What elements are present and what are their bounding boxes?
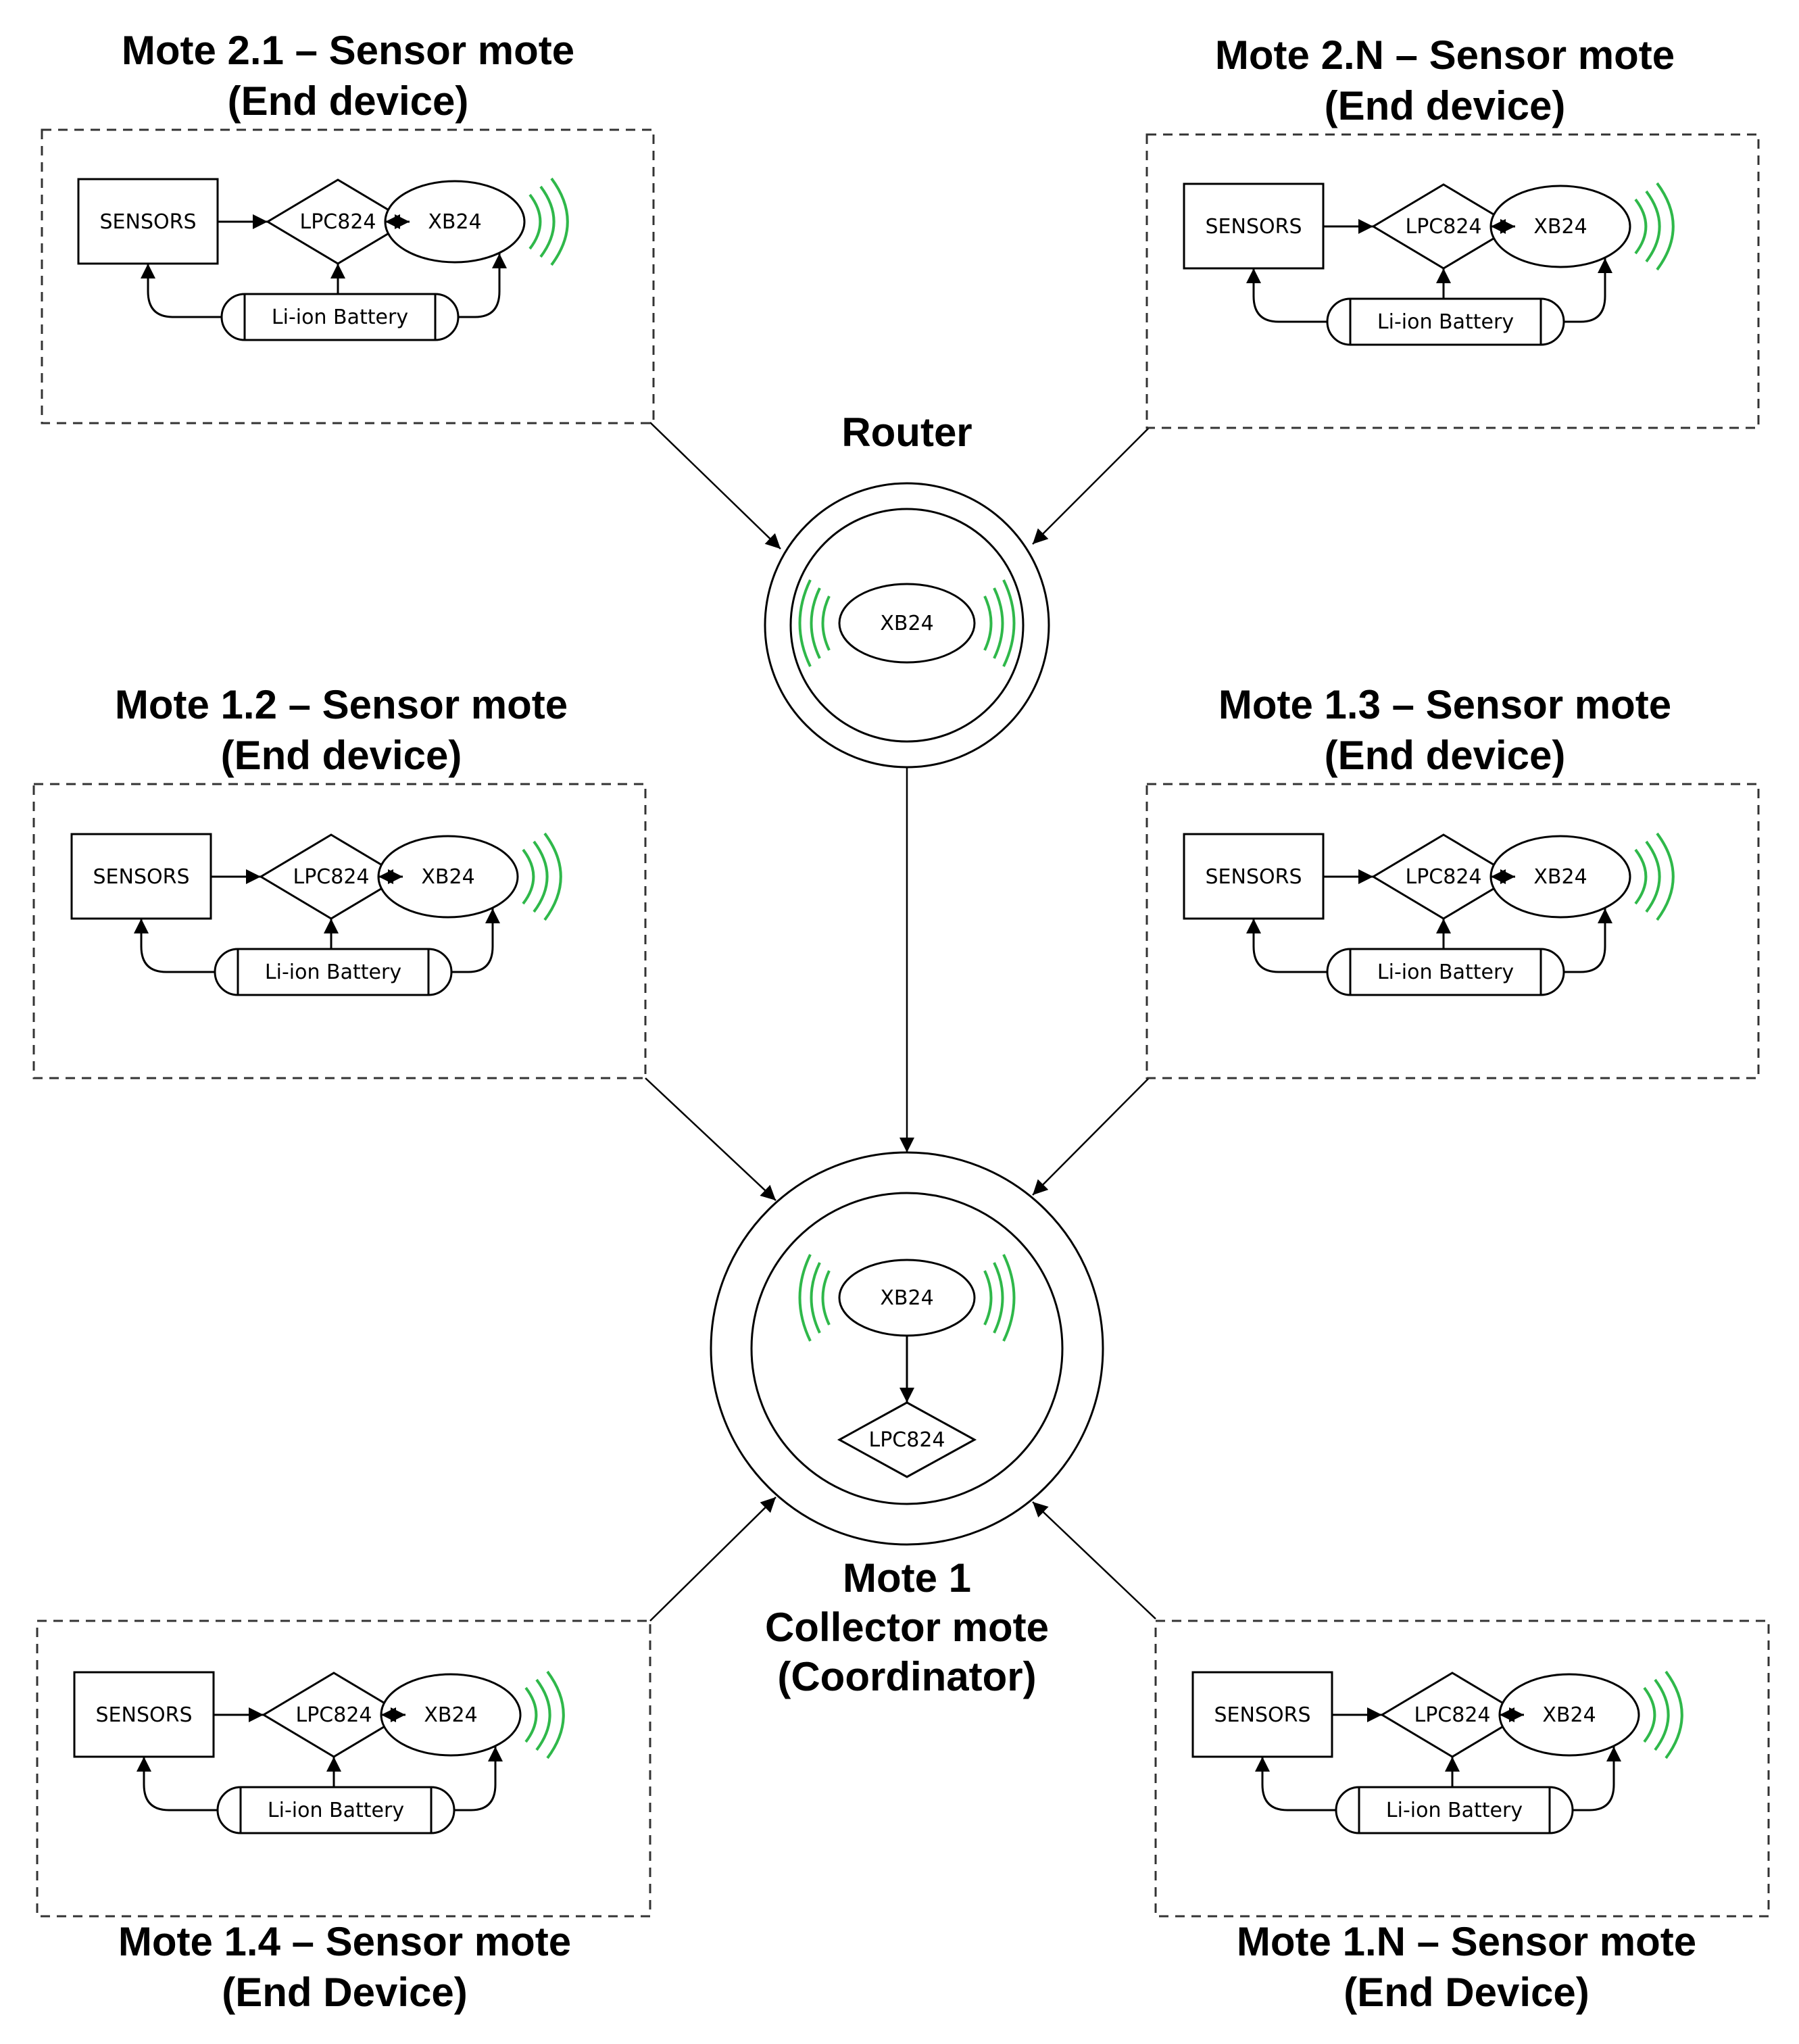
radio-label: XB24 [1533,865,1587,889]
sensors-label: SENSORS [1214,1703,1311,1727]
coordinator-title-line-1: Mote 1 [843,1555,971,1601]
mote-title-line-1: Mote 1.2 – Sensor mote [115,682,568,727]
mote-title-line-1: Mote 2.N – Sensor mote [1215,32,1675,78]
battery-label: Li-ion Battery [265,960,401,984]
coordinator-title-line-2: Collector mote [765,1605,1049,1650]
radio-label: XB24 [1533,215,1587,239]
mote-title-line-2: (End device) [1325,733,1566,778]
mote-title-line-1: Mote 2.1 – Sensor mote [122,28,574,73]
sensors-box [70,833,212,920]
battery-label: Li-ion Battery [1377,960,1514,984]
mote-title-line-2: (End device) [1325,83,1566,128]
signal-waves-icon [522,832,562,921]
mote-boundary [1145,133,1760,429]
network-links [645,422,1156,1622]
mote-title-line-1: Mote 1.3 – Sensor mote [1218,682,1671,727]
router-radio-label: XB24 [880,612,933,635]
battery-to-sensors-arrow [134,919,215,973]
sensor-motes: Mote 2.1 – Sensor mote (End device) SENSOR… [32,28,1770,2015]
battery-label: Li-ion Battery [1377,310,1514,334]
mote-boundary [1145,783,1760,1079]
router-title: Router [841,410,972,455]
link-mote-2-n-to-router [1032,427,1150,545]
mcu-label: LPC824 [293,865,369,889]
battery-to-radio-arrow [458,253,507,318]
signal-waves-icon [1634,832,1675,921]
battery-to-radio-arrow [1564,908,1612,973]
mote-boundary [32,783,647,1079]
sensor-mote: Mote 2.N – Sensor mote (End device) SENSOR… [1145,32,1760,429]
router-radio [838,583,976,664]
mote-title-line-2: (End Device) [1344,1970,1589,2015]
battery-to-radio-arrow [1573,1747,1621,1811]
mote-boundary [41,128,655,424]
battery-to-radio-arrow [1564,258,1612,323]
sensors-label: SENSORS [1206,215,1302,239]
signal-waves-icon [524,1670,565,1759]
mote-title-line-2: (End device) [228,78,469,124]
signal-waves-icon [798,1254,1016,1342]
battery-to-sensors-arrow [1255,1757,1336,1811]
coordinator-mcu-label: LPC824 [868,1428,945,1452]
router: Router XB24 [764,410,1050,769]
radio-label: XB24 [1542,1703,1596,1727]
mote-title-line-2: (End device) [221,733,462,778]
mcu-label: LPC824 [295,1703,372,1727]
sensors-label: SENSORS [100,210,197,234]
mcu-label: LPC824 [1414,1703,1490,1727]
radio-label: XB24 [428,210,481,234]
mote-boundary [1154,1620,1770,1918]
coordinator: XB24 LPC824 Mote 1 Collector mote (Coord… [710,1151,1104,1699]
mote-title-line-2: (End Device) [222,1970,467,2015]
sensor-mote: Mote 1.4 – Sensor mote (End Device) SENSOR… [36,1620,651,2015]
link-mote-1-n-to-coordinator [1032,1501,1156,1620]
sensors-box [1183,182,1325,270]
sensors-box [73,1671,215,1758]
signal-waves-icon [1643,1670,1683,1759]
link-mote-1-2-to-coordinator [645,1077,777,1201]
signal-waves-icon [1634,182,1675,271]
battery-to-sensors-arrow [137,1757,218,1811]
link-mote-1-3-to-coordinator [1032,1077,1150,1196]
mcu-label: LPC824 [1405,865,1481,889]
sensors-box [1191,1671,1333,1758]
radio-label: XB24 [421,865,474,889]
sensor-mote: Mote 1.2 – Sensor mote (End device) SENSOR… [32,682,647,1079]
mote-boundary [36,1620,651,1918]
coordinator-radio-label: XB24 [880,1286,933,1310]
link-mote-1-4-to-coordinator [649,1496,777,1622]
mote-title-line-1: Mote 1.4 – Sensor mote [118,1919,571,1964]
coordinator-title-line-3: (Coordinator) [777,1654,1036,1699]
coordinator-mcu [837,1401,977,1478]
mote-title-line-1: Mote 1.N – Sensor mote [1237,1919,1696,1964]
signal-waves-icon [798,579,1016,667]
battery-to-radio-arrow [454,1747,503,1811]
battery-label: Li-ion Battery [1386,1799,1523,1822]
sensor-mote: Mote 2.1 – Sensor mote (End device) SENSOR… [41,28,655,424]
sensors-label: SENSORS [93,865,190,889]
sensors-label: SENSORS [1206,865,1302,889]
radio-label: XB24 [424,1703,477,1727]
link-mote-2-1-to-router [649,422,781,550]
battery-to-sensors-arrow [1246,268,1327,323]
mcu-label: LPC824 [299,210,376,234]
sensors-label: SENSORS [96,1703,193,1727]
mcu-label: LPC824 [1405,215,1481,239]
battery-label: Li-ion Battery [272,306,408,329]
battery-to-sensors-arrow [141,264,222,318]
battery-to-sensors-arrow [1246,919,1327,973]
signal-waves-icon [528,177,569,266]
battery-label: Li-ion Battery [268,1799,404,1822]
sensor-mote: Mote 1.3 – Sensor mote (End device) SENSOR… [1145,682,1760,1079]
sensor-mote: Mote 1.N – Sensor mote (End Device) SENSOR… [1154,1620,1770,2015]
battery-to-radio-arrow [451,908,500,973]
